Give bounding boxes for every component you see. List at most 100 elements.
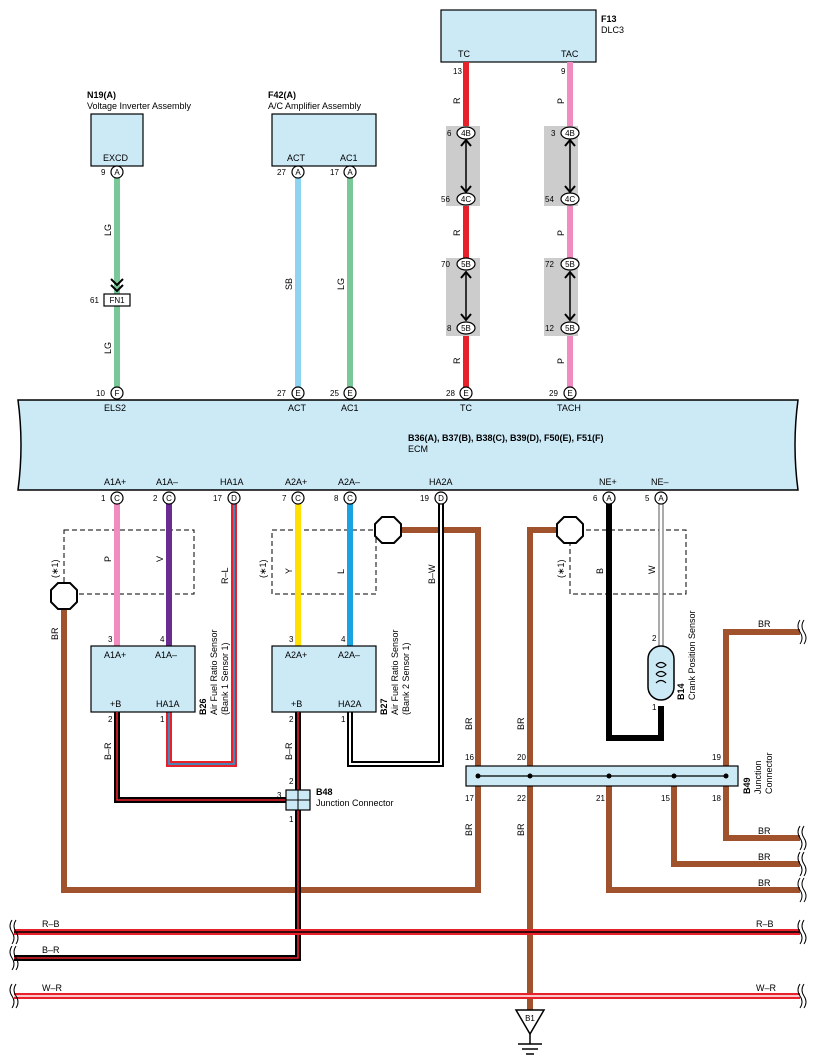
ecm-codes: B36(A), B37(B), B38(C), B39(D), F50(E), … [408,433,604,443]
ac-amp-code: F42(A) [268,90,296,100]
inverter-box [90,113,144,167]
b49-pin-num-17: 17 [465,794,474,803]
pin-num-4c-r: 56 [441,195,450,204]
pin-oval-4b-r [456,126,476,140]
pin-oval-5b-p-top [560,257,580,271]
pin-letter-tach: E [567,389,572,398]
ecm-bottom-pin-ha2a: HA2A [429,477,453,487]
pin-oval-4b-p [560,126,580,140]
wire-label-w: W [647,565,657,574]
wire-label-bw: B–W [427,564,437,584]
b26-name: Air Fuel Ratio Sensor [209,629,219,715]
wire-rl-ha1a-stripe [168,504,235,765]
wire-rl-ha1a [166,504,237,767]
wire-label-p-4: P [103,556,113,562]
b27-code: B27 [379,698,389,715]
b14-name: Crank Position Sensor [687,610,697,700]
fn1-pin-num: 61 [90,296,99,305]
dlc3-connector: F13 DLC3 TC TAC [440,9,624,63]
wire-br-b48-out [14,810,301,961]
pin-oval-4c-r [456,192,476,206]
wire-label-lg-1: LG [103,224,113,236]
pin-num-5b-r-bot: 8 [447,324,452,333]
break-marks [9,619,807,1009]
pin-num-nep: 6 [593,494,598,503]
tc-tac-pin-numbers: 13 9 6 56 70 8 3 54 72 12 [441,67,566,333]
ecm: ELS2 ACT AC1 TC TACH B36(A), B37(B), B38… [17,399,799,491]
b49-pin-num-20: 20 [517,753,526,762]
b49-code: B49 [742,777,752,794]
wire-br-right-top [723,629,800,766]
b14-body [647,645,675,701]
pin-oval-5b-r-top [456,257,476,271]
wire-label-br-5: BR [758,826,771,836]
b27-pin-num-2: 2 [289,715,294,724]
dlc3-box [440,9,597,63]
pin-oval-4c-p-label: 4C [565,195,575,204]
pin-num-els2: 10 [96,389,105,398]
b48-code: B48 [316,787,333,797]
inverter-pin-excd: EXCD [103,153,129,163]
pin-letter-els2: F [115,389,120,398]
wire-label-lg-2: LG [103,342,113,354]
b26-sub: (Bank 1 Sensor 1) [220,642,230,715]
ecm-bottom-pin-nem: NE– [651,477,669,487]
pin-letter-act: E [295,389,300,398]
wire-label-br-9: BR [516,823,526,836]
b48-junction: 2 3 1 B48 Junction Connector [277,777,394,824]
ac-amp-box [271,113,377,167]
shield-note-2: (∗1) [258,559,268,578]
inverter-code: N19(A) [87,90,116,100]
b26-code: B26 [198,698,208,715]
ac-amp-pin-ac1: AC1 [340,153,358,163]
b14-code: B14 [676,683,686,700]
pin-num-4b-p: 3 [551,129,556,138]
harness-rb: R–B R–B [14,919,800,935]
wire-label-wr-left: W–R [42,983,63,993]
ac-amplifier: F42(A) A/C Amplifier Assembly ACT AC1 [268,90,377,167]
wire-label-r-3: R [452,357,462,364]
pin-letter-nep: A [606,494,612,503]
ecm-bottom-pin-a1am: A1A– [156,477,178,487]
pin-num-tach: 29 [549,389,558,398]
b26-pin-num-4: 4 [160,635,165,644]
shield-box-1 [63,529,195,595]
ac-amp-name: A/C Amplifier Assembly [268,101,362,111]
dlc3-name: DLC3 [601,25,624,35]
fn1-connector: FN1 61 [90,278,131,307]
ecm-bottom-pin-ha1a: HA1A [220,477,244,487]
connector-arrows [460,138,576,322]
pin-letter-inv: A [114,168,120,177]
wire-label-rl: R–L [220,567,230,584]
b27-pin-a2am: A2A– [338,650,360,660]
b49-name-1: Junction [753,760,763,794]
wire-label-br-1: BR [50,627,60,640]
wire-label-y: Y [284,568,294,574]
b14-pin-num-2: 2 [652,634,657,643]
pin-letter-a1ap: C [114,494,120,503]
b26-pin-num-3: 3 [108,635,113,644]
wire-label-rb-left: R–B [42,919,60,929]
wire-br-b48-out-stripe [14,810,299,959]
pin-oval-5b-p-top-label: 5B [565,260,575,269]
pin-letter-ha2a: D [438,494,444,503]
b26-pin-b: +B [110,699,121,709]
dlc3-pin-tc: TC [458,49,470,59]
pin-num-5b-r-top: 70 [441,260,450,269]
b27-pin-num-1: 1 [341,715,346,724]
b14-pin-num-1: 1 [652,703,657,712]
fn1-label: FN1 [109,296,125,305]
pin-num-5b-p-top: 72 [545,260,554,269]
b27-pin-b: +B [291,699,302,709]
shield-note-3: (∗1) [556,559,566,578]
b26-pin-a1ap: A1A+ [104,650,126,660]
b48-pin-num-1: 1 [289,815,294,824]
wire-b-nep [606,504,664,741]
wire-label-b: B [595,568,605,574]
b27-pin-a2ap: A2A+ [285,650,307,660]
b49-pin-num-19: 19 [712,753,721,762]
ground-b1: B1 [514,1009,546,1055]
b27-name: Air Fuel Ratio Sensor [390,629,400,715]
bottom-pin-circles: C 1 C 2 D 17 C 7 C 8 D 19 A 6 A 5 [101,491,668,505]
ecm-bottom-pin-a2am: A2A– [338,477,360,487]
